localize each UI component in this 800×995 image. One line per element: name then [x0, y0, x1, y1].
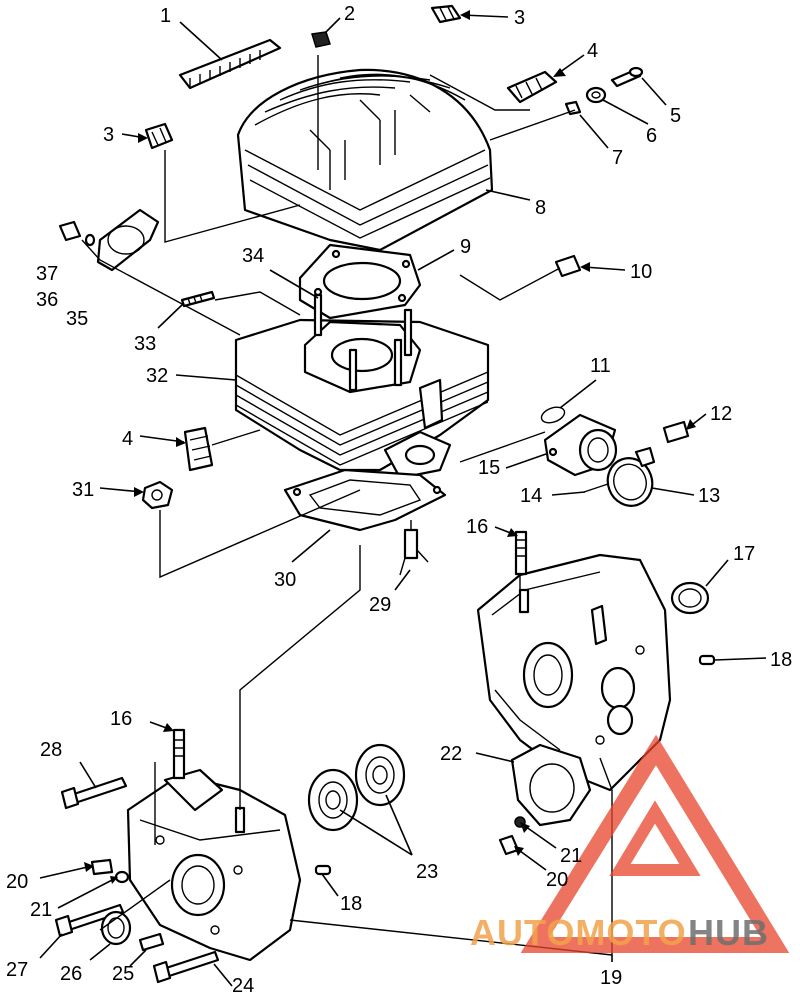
- callout-31: 31: [72, 479, 94, 501]
- callout-21-right: 21: [560, 845, 582, 867]
- damper-block-3a: [430, 4, 462, 24]
- callout-23: 23: [416, 861, 438, 883]
- callout-18-left: 18: [340, 893, 362, 915]
- callout-labels: 1 2 3 4 5 6 7 8 3 9 10 34 37 36 35 33 32…: [6, 3, 792, 995]
- callout-36: 36: [36, 289, 58, 311]
- callout-9: 9: [460, 236, 471, 258]
- stud-16-left: [172, 728, 186, 780]
- nut-37: [58, 220, 82, 242]
- callout-4-left: 4: [122, 428, 133, 450]
- callout-32: 32: [146, 365, 168, 387]
- damper-block-3b: [144, 122, 174, 150]
- callout-8: 8: [535, 197, 546, 219]
- callout-35: 35: [66, 308, 88, 330]
- exhaust-gasket-35: [96, 208, 160, 272]
- callout-16-left: 16: [110, 708, 132, 730]
- seal-17: [670, 581, 710, 615]
- fin-damper-4a: [506, 70, 558, 104]
- watermark-logo: [520, 734, 790, 953]
- callout-17: 17: [733, 543, 755, 565]
- crankcase-half-right: [476, 553, 672, 792]
- stud-16-right: [514, 530, 528, 576]
- washer-36: [84, 233, 96, 247]
- cylinder-head: [236, 68, 494, 252]
- cylinder: [234, 293, 490, 480]
- sensor-29: [399, 520, 429, 576]
- fin-damper-top: [178, 38, 282, 90]
- callout-25: 25: [112, 963, 134, 985]
- bearing-23a: [307, 768, 359, 832]
- callout-20-right: 20: [546, 869, 568, 891]
- callout-13: 13: [698, 485, 720, 507]
- callout-24: 24: [232, 975, 254, 995]
- callout-22: 22: [440, 743, 462, 765]
- clamp-13: [606, 446, 656, 507]
- callout-20-left: 20: [6, 871, 28, 893]
- callout-3-left: 3: [103, 124, 114, 146]
- washer-6: [585, 86, 607, 104]
- nut-31: [141, 480, 174, 510]
- bolt-20-left: [90, 858, 114, 876]
- cover-gasket-22: [510, 743, 592, 827]
- callout-12: 12: [710, 403, 732, 425]
- stud-33: [180, 290, 216, 308]
- callout-29: 29: [369, 594, 391, 616]
- bearing-23b: [354, 743, 406, 807]
- screw-12: [662, 420, 690, 444]
- bolt-24: [152, 950, 220, 984]
- pin-14: [583, 483, 609, 493]
- callout-10: 10: [630, 261, 652, 283]
- watermark-text-grey: HUB: [688, 912, 769, 953]
- head-gasket: [298, 243, 422, 320]
- callout-26: 26: [60, 963, 82, 985]
- watermark-triangle-inner: [609, 800, 701, 876]
- callout-33: 33: [134, 333, 156, 355]
- spark-plug-cap: [311, 31, 331, 48]
- damper-block-10: [554, 254, 582, 278]
- callout-5: 5: [670, 105, 681, 127]
- bolt-5: [610, 66, 644, 88]
- callout-15: 15: [478, 457, 500, 479]
- bolt-25: [138, 932, 165, 952]
- dowel-18-right: [698, 654, 716, 666]
- callout-14: 14: [520, 485, 542, 507]
- callout-11: 11: [590, 355, 611, 377]
- callout-6: 6: [646, 125, 657, 147]
- callout-27: 27: [6, 959, 28, 981]
- watermark-triangle-outer: [520, 734, 790, 953]
- callout-18-right: 18: [770, 649, 792, 671]
- callout-7: 7: [612, 147, 623, 169]
- bolt-27: [54, 903, 125, 938]
- crankcase-half-left: [126, 768, 302, 962]
- nut-7: [564, 100, 582, 116]
- intake-flange-15: [543, 413, 618, 477]
- base-gasket: [283, 468, 447, 532]
- callout-37: 37: [36, 263, 58, 285]
- callout-1: 1: [160, 5, 171, 27]
- bolt-20-right: [498, 834, 520, 856]
- fin-damper-4b: [183, 426, 214, 472]
- o-ring-11: [540, 406, 566, 424]
- callout-2: 2: [344, 3, 355, 25]
- bolt-28: [60, 776, 128, 810]
- callout-21-left: 21: [30, 899, 52, 921]
- callout-16-right: 16: [466, 516, 488, 538]
- callout-34: 34: [242, 245, 264, 267]
- watermark-text-accent: AUTOMOTO: [470, 912, 687, 953]
- leader-lines: [39, 10, 767, 987]
- callout-30: 30: [274, 569, 296, 591]
- callout-19: 19: [600, 967, 622, 989]
- callout-28: 28: [40, 739, 62, 761]
- callout-4-top: 4: [587, 40, 598, 62]
- seal-26: [100, 910, 132, 946]
- callout-3-top: 3: [514, 7, 525, 29]
- dowel-18-left: [314, 864, 332, 876]
